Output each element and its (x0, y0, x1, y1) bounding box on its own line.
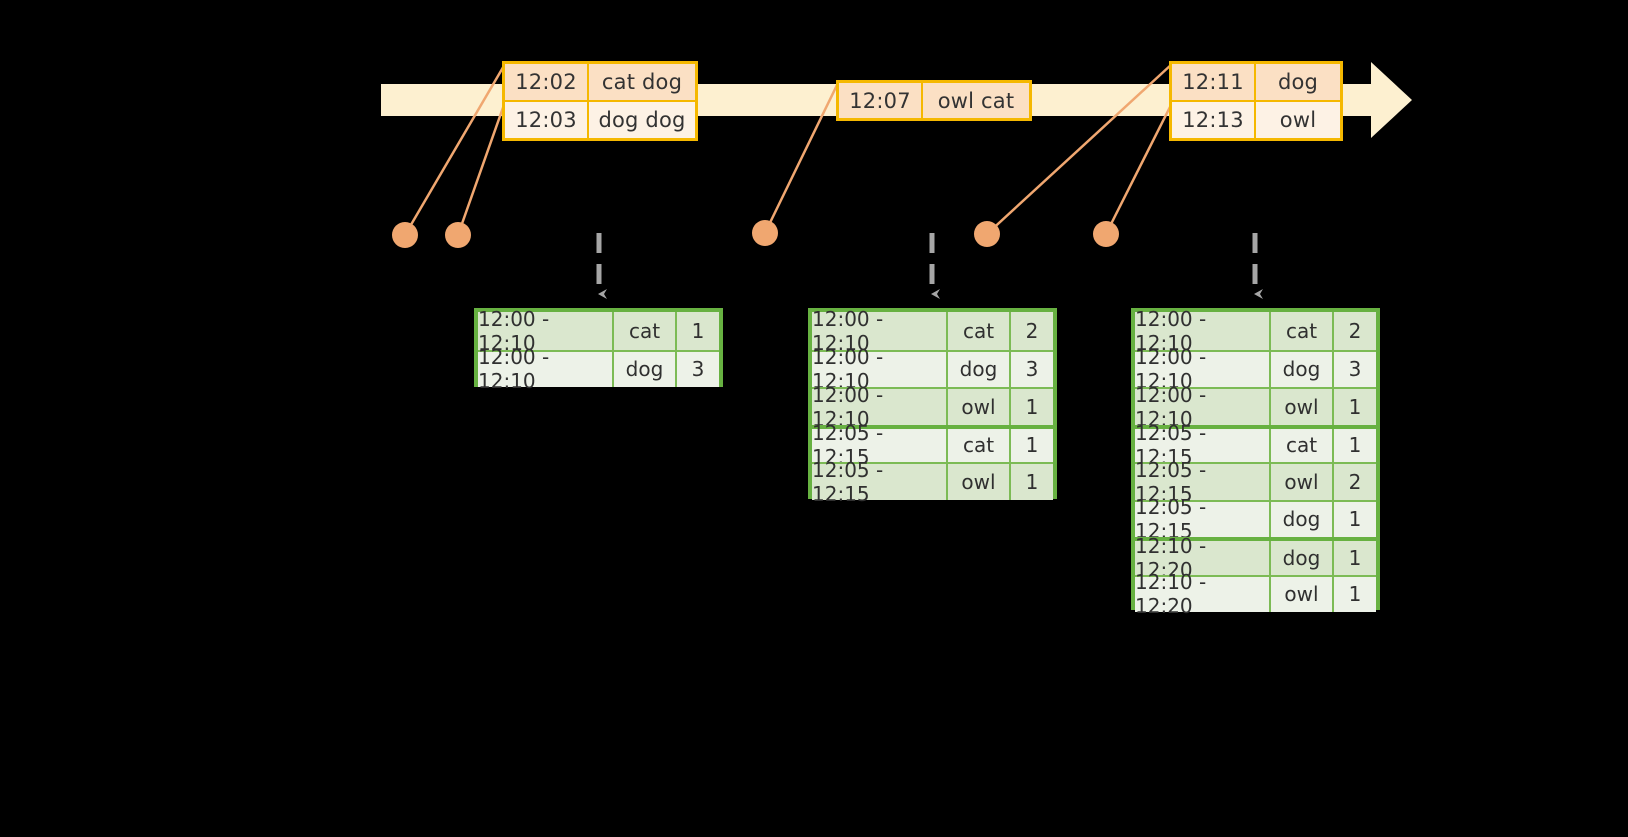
word-cell: dog (1271, 501, 1334, 537)
word-cell: owl (1271, 576, 1334, 612)
word-cell: owl (1271, 464, 1334, 500)
word-cell: dog (948, 351, 1011, 387)
count-cell: 2 (1348, 318, 1362, 343)
connector-line (1104, 102, 1174, 235)
count-cell: 1 (1348, 507, 1362, 532)
count-cell: 3 (1348, 357, 1362, 382)
event-time: 12:11 (1172, 64, 1256, 100)
event-words: owl (1279, 108, 1317, 132)
word-cell: owl (948, 389, 1011, 425)
word-cell: cat (1271, 428, 1334, 462)
window-cell: 12:00 - 12:10 (1135, 345, 1271, 393)
event-row[interactable]: 12:03 dog dog (505, 100, 695, 138)
event-words: cat dog (601, 70, 683, 94)
window-cell: 12:05 - 12:15 (1135, 458, 1271, 506)
count-cell: 1 (1348, 433, 1362, 458)
window-cell: 12:00 - 12:10 (478, 307, 614, 355)
word-cell: dog (614, 351, 677, 387)
count-cell: 1 (1025, 394, 1039, 419)
event-time: 12:03 (505, 102, 589, 138)
word-cell: cat (948, 428, 1011, 462)
count-cell: 2 (1025, 318, 1039, 343)
word-cell: cat (948, 312, 1011, 350)
window-cell: 12:00 - 12:10 (1135, 307, 1271, 355)
event-row[interactable]: 12:07 owl cat (839, 83, 1029, 118)
event-row[interactable]: 12:13 owl (1172, 100, 1340, 138)
event-words: owl cat (937, 88, 1015, 113)
word-cell: owl (1271, 389, 1334, 425)
connector-line (456, 101, 507, 236)
count-cell: 1 (1025, 433, 1039, 458)
connector-line (763, 82, 840, 234)
word-cell: dog (1271, 351, 1334, 387)
connector-dot[interactable] (445, 222, 471, 248)
dashed-arrows-group (596, 233, 1263, 299)
count-cell: 2 (1348, 469, 1362, 494)
window-cell: 12:05 - 12:15 (1135, 495, 1271, 543)
event-row[interactable]: 12:11 dog (1172, 64, 1340, 100)
window-cell: 12:00 - 12:10 (812, 307, 948, 355)
count-cell: 1 (1348, 394, 1362, 419)
window-cell: 12:00 - 12:10 (478, 345, 614, 393)
event-words: dog (1277, 70, 1319, 94)
connector-dot[interactable] (392, 222, 418, 248)
connector-dot[interactable] (1093, 221, 1119, 247)
connector-line (403, 63, 507, 236)
window-cell: 12:00 - 12:10 (1135, 383, 1271, 431)
count-cell: 1 (1348, 582, 1362, 607)
connector-dot[interactable] (752, 220, 778, 246)
window-cell: 12:00 - 12:10 (812, 345, 948, 393)
word-cell: dog (1271, 541, 1334, 575)
event-row[interactable]: 12:02 cat dog (505, 64, 695, 100)
count-cell: 1 (1025, 469, 1039, 494)
window-cell: 12:10 - 12:20 (1135, 570, 1271, 618)
count-cell: 3 (1025, 357, 1039, 382)
count-cell: 3 (691, 357, 705, 382)
count-cell: 1 (1348, 545, 1362, 570)
event-box-2[interactable]: 12:07 owl cat (836, 80, 1032, 121)
word-cell: owl (948, 464, 1011, 500)
window-cell: 12:00 - 12:10 (812, 383, 948, 431)
word-cell: cat (614, 312, 677, 350)
word-cell: cat (1271, 312, 1334, 350)
event-time: 12:13 (1172, 102, 1256, 138)
count-cell: 1 (691, 318, 705, 343)
window-cell: 12:05 - 12:15 (812, 458, 948, 506)
event-time: 12:07 (839, 83, 923, 118)
event-box-1[interactable]: 12:02 cat dog 12:03 dog dog (502, 61, 698, 141)
event-words: dog dog (598, 108, 686, 132)
event-box-3[interactable]: 12:11 dog 12:13 owl (1169, 61, 1343, 141)
connector-dot[interactable] (974, 221, 1000, 247)
event-time: 12:02 (505, 64, 589, 100)
